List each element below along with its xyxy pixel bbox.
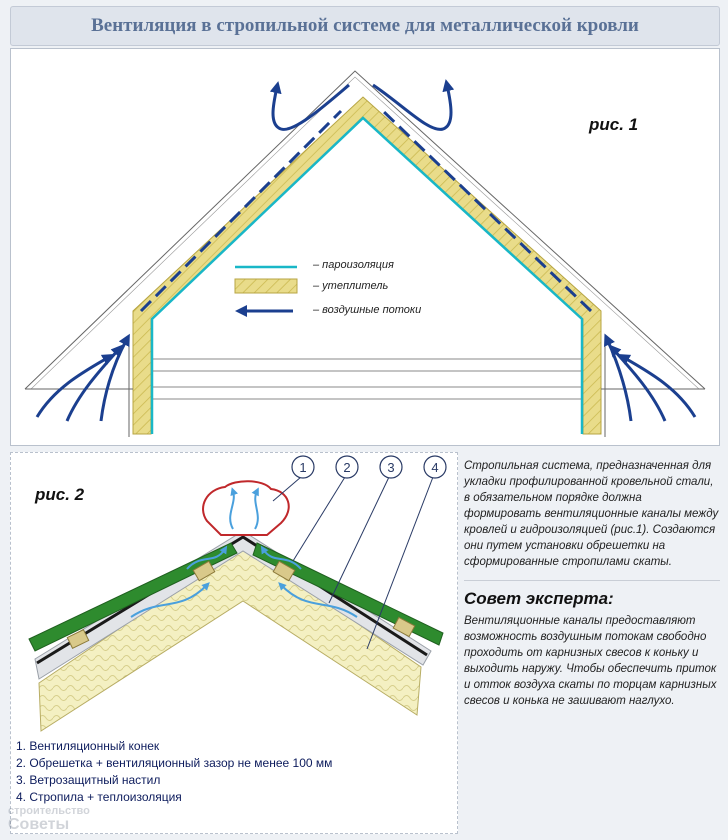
airflow-arrow [65,344,124,422]
legend-item: 4. Стропила + теплоизоляция [16,790,182,804]
figure-2-panel: 1 2 3 4 рис. 2 [10,452,458,834]
airflow-arrow [604,333,633,422]
expert-text: Вентиляционные каналы предоставляют возм… [464,615,717,707]
airflow-arrow [130,582,210,618]
airflow-arrow [251,487,259,530]
legend-item: 2. Обрешетка + вентиляционный зазор не м… [16,756,333,770]
callout-leader [366,476,434,650]
callout-circle [379,455,403,479]
callout-circle [335,455,359,479]
airflow-arrow [99,333,130,422]
airflow-arrow [617,353,697,418]
roof-outline [24,70,706,390]
text-column: Стропильная система, предназначенная для… [464,458,720,709]
legend-insulation-label: – утеплитель [313,280,389,292]
roof-outline-inner [30,76,700,390]
watermark-line: Советы [8,816,70,833]
callout-leader [272,476,302,502]
legend-airflow-label: – воздушные потоки [313,304,422,316]
figure-2-diagram: 1 2 3 4 [28,455,447,732]
figure-2-legend: 1. Вентиляционный конек 2. Обрешетка + в… [16,738,446,806]
callout-number: 1 [299,460,306,475]
roof-sheet-left [28,542,238,652]
airflow-arrow [269,81,350,131]
description-text: Стропильная система, предназначенная для… [464,460,719,568]
callout-number: 4 [431,460,438,475]
airflow-arrow [186,545,228,570]
callout-leader [292,476,346,562]
airflow-arrow [260,545,302,570]
airflow-arrow [608,344,667,422]
airflow-slope-left [139,109,343,313]
vapor-barrier-line [150,116,584,434]
batten [392,616,416,638]
airflow-arrow [372,79,455,131]
callout-leader [328,476,390,604]
divider [464,580,720,581]
airflow-arrow [35,353,115,418]
callout-number: 3 [387,460,394,475]
header-banner: Вентиляция в стропильной системе для мет… [10,6,720,46]
figure-1-label: рис. 1 [589,115,639,134]
expert-title: Совет эксперта: [464,589,614,608]
airflow-arrow [229,487,239,530]
watermark: строительство Советы [8,804,90,833]
callout-circle [423,455,447,479]
legend-insulation-swatch [234,278,298,294]
legend-item: 3. Ветрозащитный настил [16,773,161,787]
callout-circle [291,455,315,479]
batten [192,560,216,582]
watermark-line: строительство [8,805,90,817]
callout-number: 2 [343,460,350,475]
airflow-arrow [278,582,358,618]
batten [66,628,90,650]
membrane-line [36,535,428,665]
legend-item: 1. Вентиляционный конек [16,739,160,753]
legend-vapor-label: – пароизоляция [313,259,394,271]
figure-1-panel: рис. 1 – пароизоляция – утеплитель – воз… [10,48,720,446]
ridge-vent [202,480,290,536]
airflow-slope-right [381,109,593,313]
figure-1-diagram [24,70,706,437]
figure-2-label: рис. 2 [35,485,85,504]
batten [272,560,296,582]
page-title: Вентиляция в стропильной системе для мет… [91,15,639,36]
